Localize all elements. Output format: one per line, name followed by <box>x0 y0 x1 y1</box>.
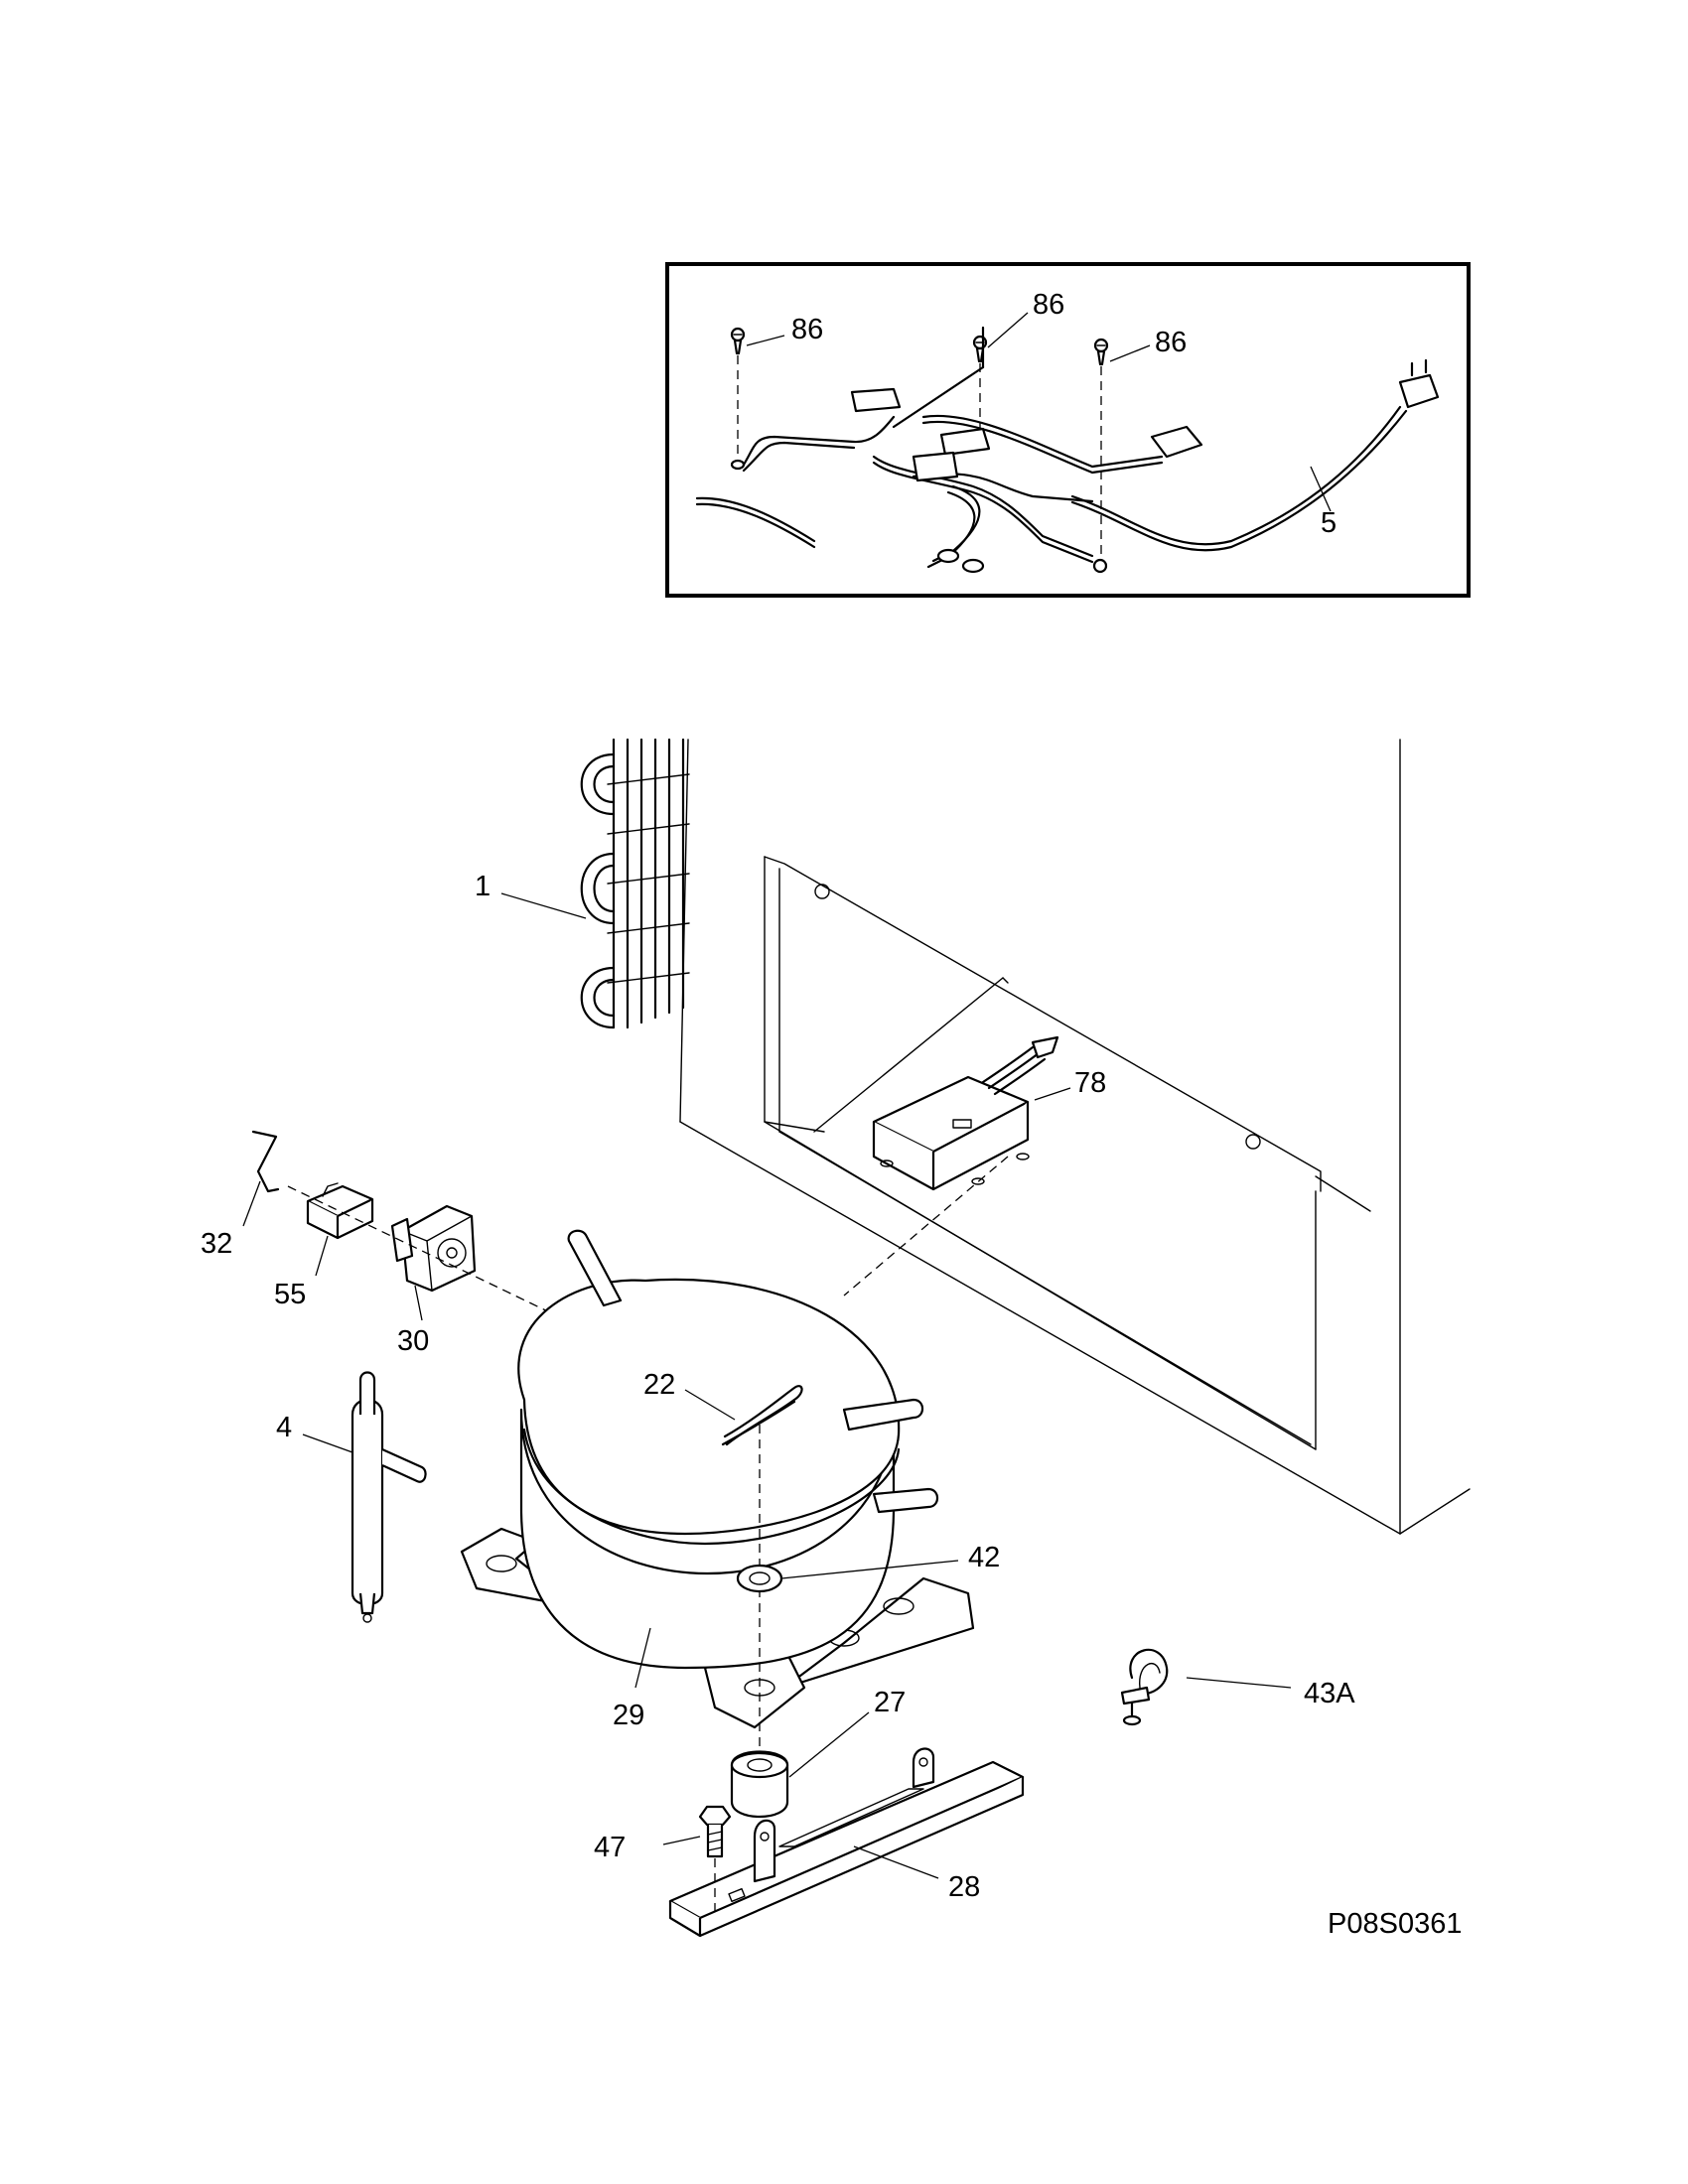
callout-5: 5 <box>1321 507 1336 539</box>
callout-78: 78 <box>1074 1067 1106 1099</box>
cabinet-outline <box>679 739 1471 1535</box>
connector-icon <box>1150 425 1203 459</box>
tube-clamp-part <box>1120 1648 1292 1726</box>
bracket-part <box>668 1747 1025 1938</box>
connector-icon <box>850 387 902 413</box>
callout-4: 4 <box>276 1412 292 1443</box>
callout-32: 32 <box>201 1228 232 1260</box>
compressor-part <box>460 1229 975 1747</box>
callout-42: 42 <box>968 1542 1000 1573</box>
plug-icon <box>1398 358 1440 409</box>
callout-28: 28 <box>948 1871 980 1903</box>
clip-part <box>242 1130 280 1227</box>
callout-47: 47 <box>594 1832 626 1863</box>
screw-icon <box>1093 338 1109 556</box>
callout-43a: 43A <box>1304 1678 1355 1709</box>
terminal-icon <box>936 548 1108 574</box>
callout-1: 1 <box>475 871 491 902</box>
callout-86-right: 86 <box>1155 327 1187 358</box>
callout-86-left: 86 <box>791 314 823 345</box>
relay-part <box>306 1182 374 1277</box>
drier-part <box>302 1371 427 1623</box>
callout-27: 27 <box>874 1687 906 1718</box>
callout-22: 22 <box>643 1369 675 1401</box>
bolt-part <box>662 1805 732 1911</box>
wiring-harness-inset: 86 86 86 5 <box>665 262 1471 598</box>
connector-icon <box>912 427 991 482</box>
condenser-coil <box>500 738 690 1029</box>
overload-part <box>287 1185 557 1321</box>
callout-29: 29 <box>613 1700 644 1731</box>
grommet-part <box>730 1711 870 1819</box>
callout-55: 55 <box>274 1279 306 1310</box>
diagram-code: P08S0361 <box>1328 1908 1462 1940</box>
control-module <box>843 1035 1071 1297</box>
callout-86-mid: 86 <box>1033 289 1064 321</box>
callout-30: 30 <box>397 1325 429 1357</box>
